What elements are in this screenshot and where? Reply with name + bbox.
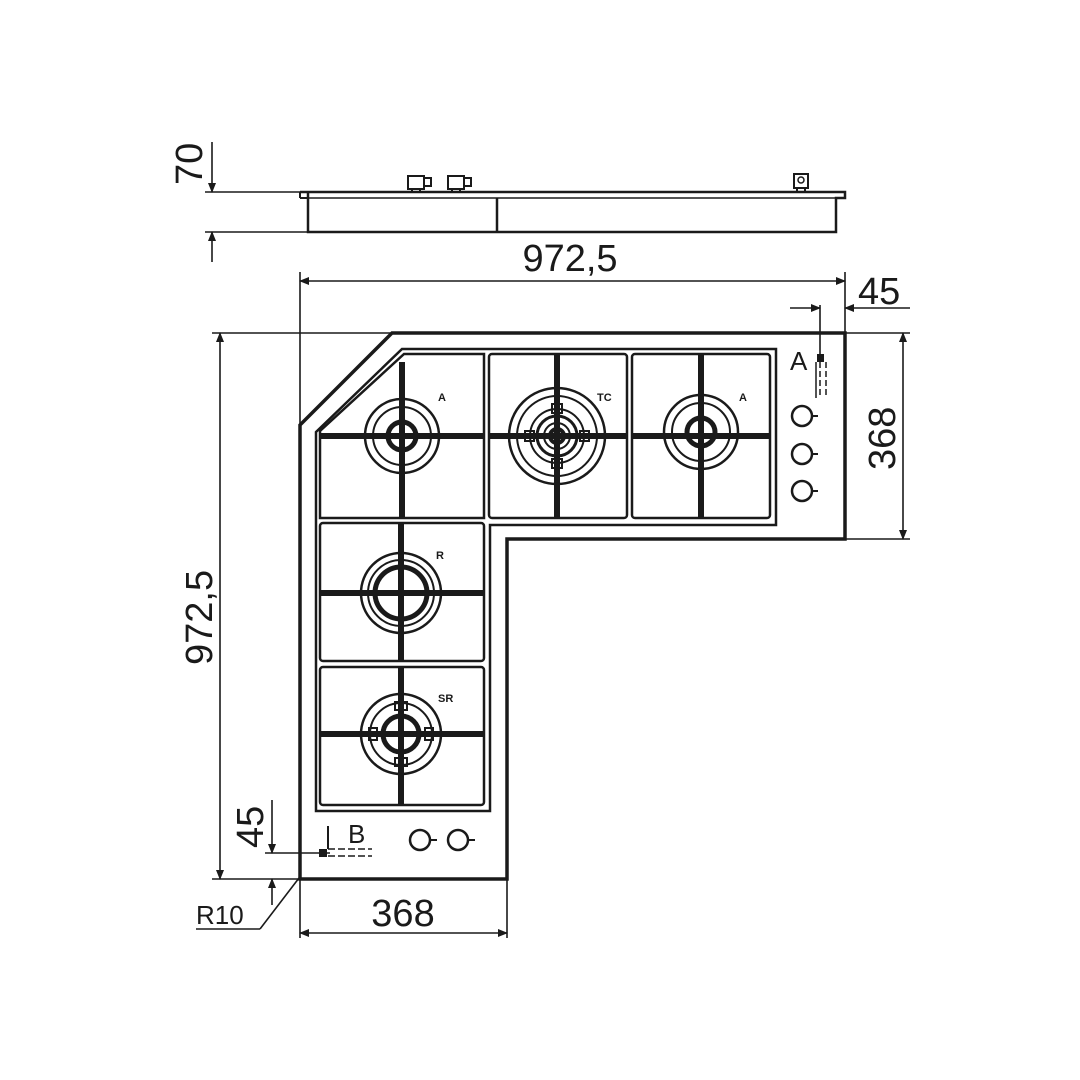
knob-bottom-1: [408, 828, 437, 852]
dim-top-width: 972,5: [522, 238, 617, 280]
gas-connection-b: B: [319, 819, 372, 857]
dim-side-height: 70: [169, 143, 211, 185]
burner-sr: SR: [320, 667, 484, 805]
dim-offset-b: 45: [230, 806, 272, 848]
burner-a-left: A: [320, 362, 484, 518]
corner-radius-callout: R10: [196, 877, 300, 930]
knob-right-2: [790, 442, 818, 466]
knob-bottom-2: [446, 828, 475, 852]
marker-a-label: A: [790, 346, 808, 376]
dim-left-height-group: 972,5: [179, 332, 392, 880]
side-knob-1: [407, 175, 432, 192]
side-knob-2: [447, 175, 472, 192]
dim-offset-a: 45: [858, 271, 900, 313]
dim-right-depth: 368: [862, 407, 904, 470]
burner-label-a-right: A: [739, 392, 747, 404]
burner-label-sr: SR: [438, 693, 453, 705]
dim-bottom-depth: 368: [371, 893, 434, 935]
burner-r: R: [320, 523, 484, 661]
knob-column-right: [790, 404, 818, 503]
marker-b-label: B: [348, 819, 365, 849]
dim-right-depth-group: 368: [845, 332, 910, 540]
knob-row-bottom: [408, 828, 475, 852]
burner-label-a-left: A: [438, 392, 446, 404]
side-knob-3: [793, 173, 809, 192]
burner-label-r: R: [436, 550, 444, 562]
gas-connection-a: A: [790, 346, 827, 398]
dim-offset-b-group: 45: [230, 800, 330, 905]
knob-right-3: [790, 479, 818, 503]
dim-offset-a-group: 45: [790, 271, 910, 360]
burner-tc: TC: [489, 354, 627, 518]
side-elevation-view: 70: [169, 142, 847, 262]
burner-label-tc: TC: [597, 392, 612, 404]
dim-corner-radius: R10: [196, 900, 244, 930]
burner-a-right: A: [632, 354, 770, 518]
dim-left-height: 972,5: [179, 570, 221, 665]
knob-right-1: [790, 404, 818, 428]
